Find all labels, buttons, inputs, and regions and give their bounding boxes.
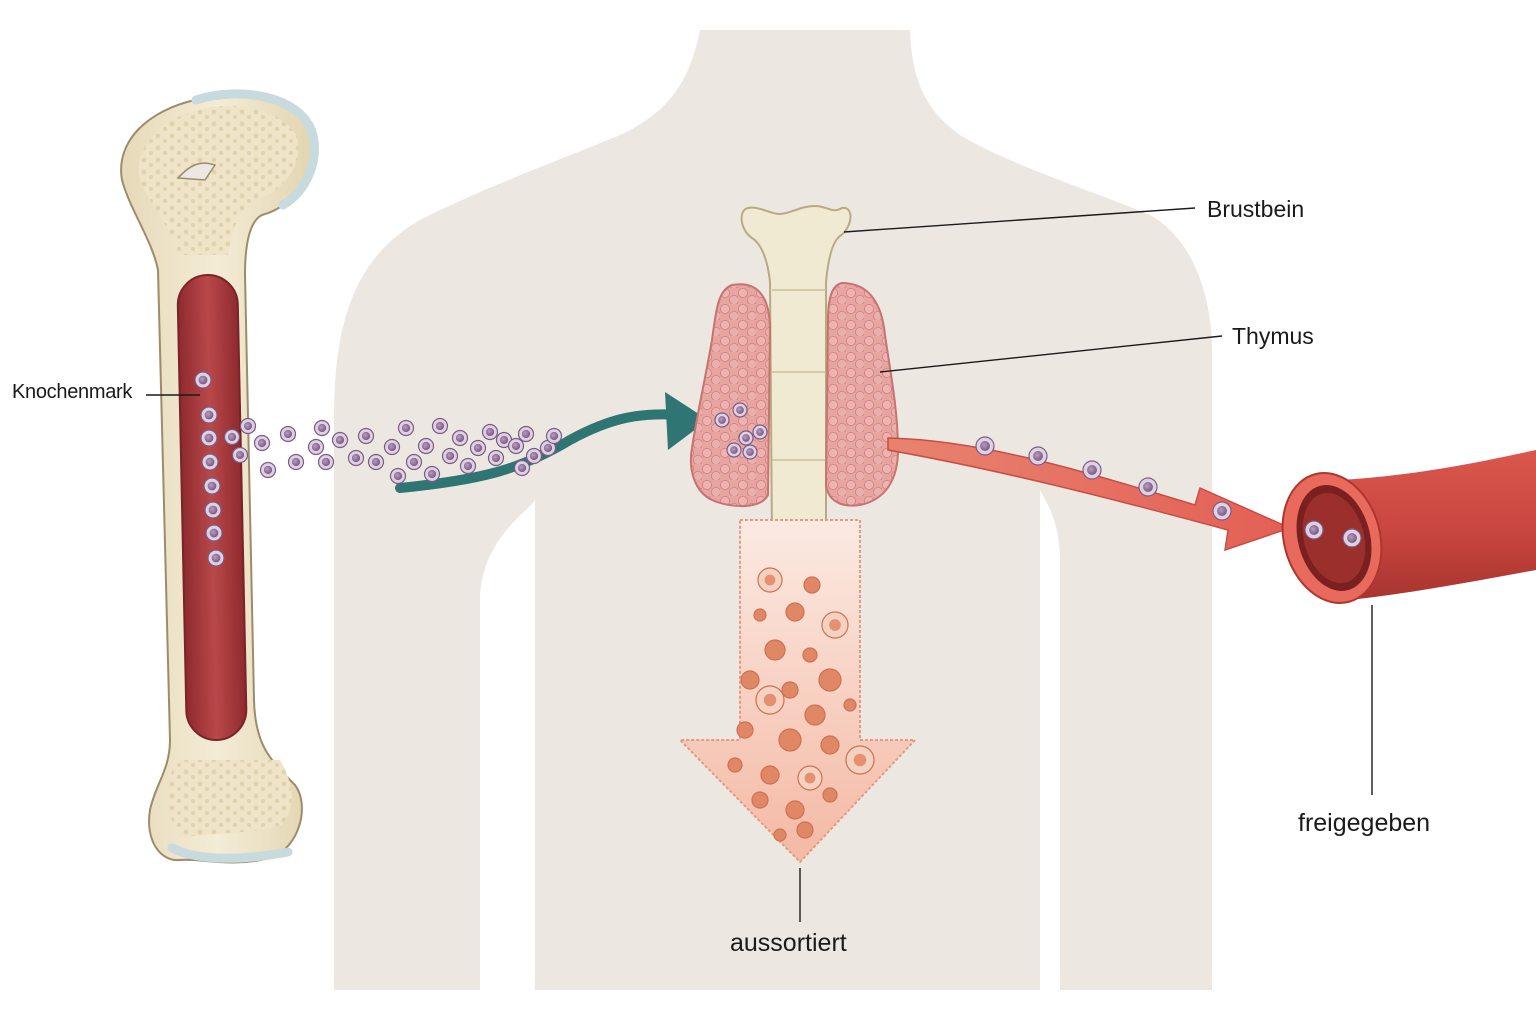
- migrating-t-cell: [279, 425, 297, 443]
- migrating-t-cell: [545, 427, 563, 445]
- migrating-t-cell: [223, 428, 241, 446]
- femur-bone: [120, 89, 319, 864]
- brustbein-leader: [843, 207, 1196, 233]
- migrating-t-cell: [317, 453, 335, 471]
- apoptotic-cell-nucleus: [804, 772, 816, 784]
- apoptotic-cell-nucleus: [764, 574, 776, 586]
- apoptotic-cell-nucleus: [829, 619, 841, 631]
- apoptotic-cell: [843, 698, 857, 712]
- apoptotic-cell: [740, 670, 760, 690]
- released-t-cell: [1212, 501, 1232, 521]
- apoptotic-cell: [753, 608, 767, 622]
- selection-arrow: [677, 519, 918, 864]
- thymus-t-cell: [738, 430, 754, 446]
- migrating-t-cell: [307, 438, 325, 456]
- released-t-cell: [1138, 477, 1158, 497]
- migrating-t-cell: [451, 429, 469, 447]
- thymus-t-cell: [752, 424, 768, 440]
- released-t-cell: [1082, 460, 1102, 480]
- migrating-t-cell: [331, 431, 349, 449]
- released-t-cell: [975, 436, 995, 456]
- migrating-t-cell: [253, 434, 271, 452]
- migrating-t-cell: [239, 417, 257, 435]
- thymus-t-cell: [732, 402, 748, 418]
- migrating-t-cell: [507, 437, 525, 455]
- migrating-t-cell: [357, 427, 375, 445]
- label-knochenmark: Knochenmark: [12, 381, 133, 403]
- marrow-cell: [204, 501, 222, 519]
- thymus-leader: [879, 335, 1223, 373]
- migrating-t-cell: [525, 447, 543, 465]
- vessel-t-cell: [1342, 528, 1362, 548]
- blood-vessel: [1281, 450, 1536, 604]
- migrating-t-cell: [259, 461, 277, 479]
- marrow-cell: [201, 453, 219, 471]
- label-aussortiert: aussortiert: [730, 929, 847, 957]
- apoptotic-cell: [778, 728, 802, 752]
- apoptotic-cell: [822, 787, 838, 803]
- apoptotic-cell: [751, 791, 769, 809]
- migrating-t-cell: [383, 438, 401, 456]
- apoptotic-cell-nucleus: [763, 693, 777, 707]
- thymus-t-cell: [714, 412, 730, 428]
- apoptotic-cell: [736, 721, 754, 739]
- marrow-cell: [200, 429, 218, 447]
- marrow-cell: [203, 477, 221, 495]
- label-freigegeben: freigegeben: [1298, 809, 1431, 837]
- migrating-t-cell: [487, 449, 505, 467]
- thymus-t-cell: [742, 444, 758, 460]
- migrating-t-cell: [459, 457, 477, 475]
- apoptotic-cell: [820, 735, 840, 755]
- release-arrow: [887, 437, 1293, 552]
- migrating-t-cell: [517, 425, 535, 443]
- migrating-t-cell: [513, 459, 531, 477]
- migrating-t-cell: [367, 453, 385, 471]
- apoptotic-cell: [796, 821, 814, 839]
- migrating-t-cell: [397, 419, 415, 437]
- apoptotic-cell: [804, 704, 826, 726]
- migrating-t-cell: [423, 465, 441, 483]
- apoptotic-cell: [803, 576, 821, 594]
- apoptotic-cell: [781, 681, 799, 699]
- migrating-t-cell: [313, 419, 331, 437]
- migrating-t-cell: [417, 437, 435, 455]
- apoptotic-cell: [785, 800, 805, 820]
- apoptotic-cell: [773, 828, 787, 842]
- migrating-t-cell: [389, 467, 407, 485]
- apoptotic-cell: [727, 757, 743, 773]
- label-thymus: Thymus: [1232, 323, 1314, 349]
- marrow-cell: [194, 371, 212, 389]
- migrating-t-cell: [405, 453, 423, 471]
- apoptotic-cell: [802, 647, 818, 663]
- migrating-t-cell: [481, 423, 499, 441]
- thymus-t-cell: [726, 442, 742, 458]
- apoptotic-cell: [764, 639, 786, 661]
- marrow-cell: [200, 406, 218, 424]
- vessel-t-cell: [1304, 520, 1324, 540]
- marrow-cell: [207, 549, 225, 567]
- migrating-t-cell: [469, 439, 487, 457]
- migration-arrow: [395, 392, 708, 493]
- apoptotic-cell: [785, 602, 805, 622]
- apoptotic-cell: [760, 765, 780, 785]
- migrating-t-cell: [231, 446, 249, 464]
- label-brustbein: Brustbein: [1207, 196, 1305, 222]
- migrating-t-cell: [287, 453, 305, 471]
- apoptotic-cell-nucleus: [853, 753, 867, 767]
- migrating-t-cell: [431, 417, 449, 435]
- apoptotic-cell: [818, 668, 842, 692]
- migrating-t-cell: [347, 449, 365, 467]
- sternum: [740, 204, 852, 562]
- released-t-cell: [1028, 446, 1048, 466]
- migrating-t-cell: [539, 439, 557, 457]
- marrow-cell: [205, 524, 223, 542]
- t-cells: [194, 371, 1362, 567]
- migrating-t-cell: [441, 447, 459, 465]
